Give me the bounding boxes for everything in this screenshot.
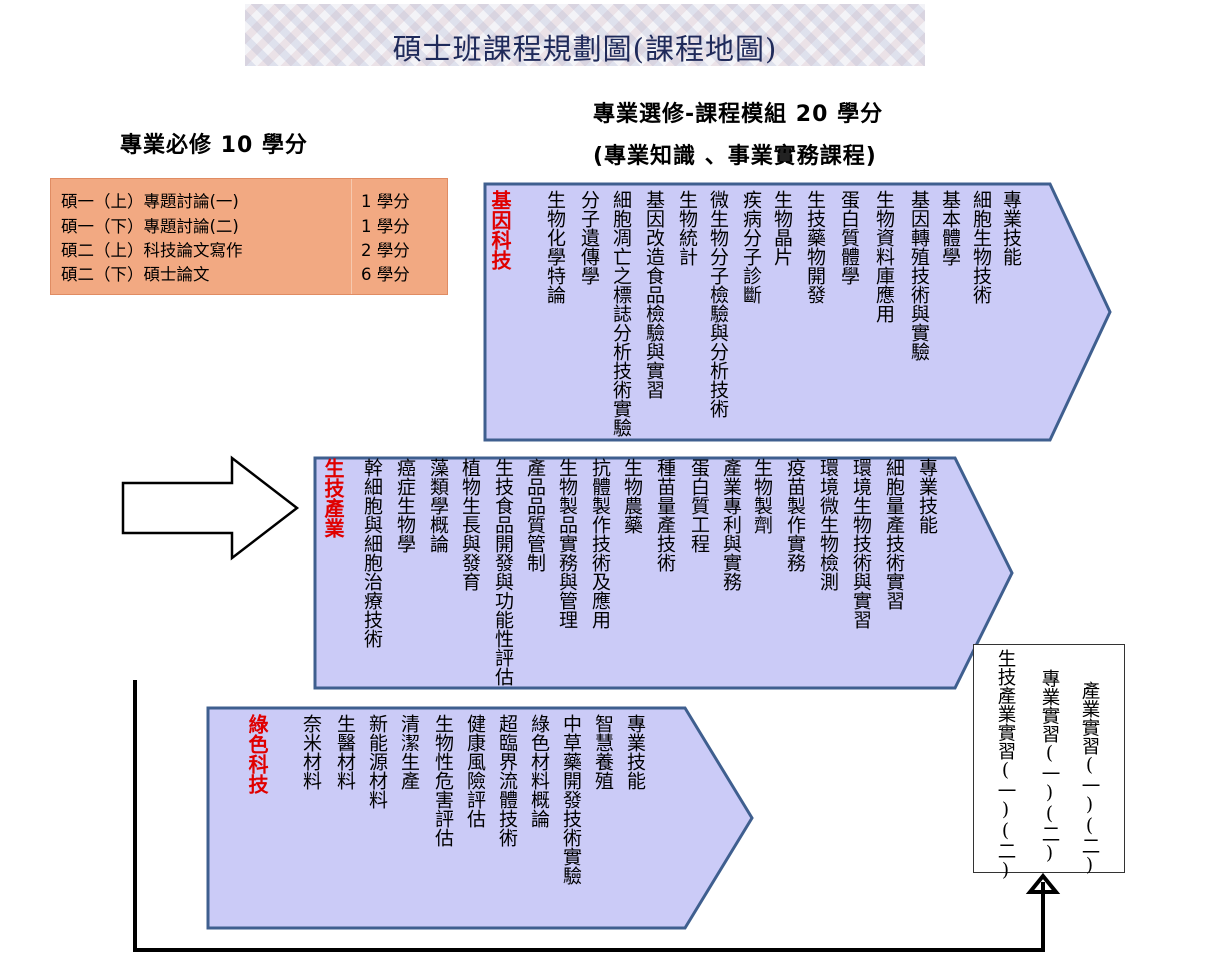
course-item: 超臨界流體技術: [496, 714, 518, 847]
required-course-name: 碩二（上）科技論文寫作: [61, 241, 243, 260]
course-item: 種苗量產技術: [654, 458, 676, 572]
biotech-industry-module-arrow: [313, 456, 1014, 690]
course-item: 藻類學概論: [427, 458, 449, 553]
course-item: 生物農藥: [621, 458, 643, 534]
required-heading: 專業必修 10 學分: [120, 133, 308, 158]
course-item: 生物資料庫應用: [873, 190, 895, 323]
course-item: 微生物分子檢驗與分析技術: [707, 190, 729, 418]
course-item: 生物化學特論: [544, 190, 566, 304]
connector-line: [133, 680, 1045, 952]
course-item: 分子遺傳學: [578, 190, 600, 285]
column-divider: [351, 179, 352, 294]
internship-item: 產業實習(一)(二): [1079, 681, 1100, 876]
course-item: 細胞量產技術實習: [883, 458, 905, 610]
course-item: 專業技能: [624, 714, 646, 790]
required-course-name: 碩一（下）專題討論(二): [61, 217, 239, 236]
elective-subheading: (專業知識 、事業實務課程): [593, 144, 877, 169]
course-item: 中草藥開發技術實驗: [560, 714, 582, 885]
course-item: 蛋白質工程: [688, 458, 710, 553]
course-item: 細胞生物技術: [970, 190, 992, 304]
title-banner: [245, 4, 925, 66]
course-item: 抗體製作技術及應用: [589, 458, 611, 629]
course-item: 生醫材料: [334, 714, 356, 790]
gene-tech-module-arrow: [483, 182, 1112, 442]
course-item: 清潔生產: [398, 714, 420, 790]
required-courses-box: 碩一（上）專題討論(一) 1 學分 碩一（下）專題討論(二) 1 學分 碩二（上…: [50, 178, 448, 295]
required-course-name: 碩二（下）碩士論文: [61, 265, 210, 284]
page-title: 碩士班課程規劃圖(課程地圖): [392, 32, 778, 66]
course-item: 綠色材料概論: [528, 714, 550, 828]
required-course-name: 碩一（上）專題討論(一): [61, 192, 239, 211]
course-item: 奈米材料: [300, 714, 322, 790]
internship-box: 產業實習(一)(二) 專業實習(一)(二) 生技產業實習(一)(二): [973, 644, 1125, 881]
course-item: 產業專利與實務: [720, 458, 742, 591]
course-item: 基本體學: [939, 190, 961, 266]
course-item: 新能源材料: [366, 714, 388, 809]
course-item: 疫苗製作實務: [784, 458, 806, 572]
green-tech-module-arrow: [206, 706, 754, 930]
course-item: 生物性危害評估: [432, 714, 454, 847]
course-item: 生技藥物開發: [804, 190, 826, 304]
course-item: 基因改造食品檢驗與實習: [643, 190, 665, 399]
course-item: 健康風險評估: [464, 714, 486, 828]
course-item: 生物製品實務與管理: [556, 458, 578, 629]
elective-heading: 專業選修-課程模組 20 學分: [593, 102, 884, 127]
internship-item: 專業實習(一)(二): [1039, 669, 1060, 864]
module-label-gene-tech: 基因科技: [488, 190, 512, 270]
course-item: 生物統計: [676, 190, 698, 266]
right-block-arrow: [121, 455, 300, 561]
internship-item: 生技產業實習(一)(二): [995, 649, 1016, 881]
course-item: 智慧養殖: [592, 714, 614, 790]
course-item: 疾病分子診斷: [740, 190, 762, 304]
course-item: 基因轉殖技術與實驗: [908, 190, 930, 361]
course-item: 植物生長與發育: [459, 458, 481, 591]
course-item: 癌症生物學: [394, 458, 416, 553]
connector-arrowhead: [1025, 872, 1061, 894]
required-course-credits: 6 學分: [361, 265, 410, 284]
course-item: 專業技能: [1000, 190, 1022, 266]
required-course-credits: 1 學分: [361, 217, 410, 236]
course-item: 產品品質管制: [524, 458, 546, 572]
module-label-biotech-industry: 生技產業: [321, 458, 345, 538]
required-course-credits: 1 學分: [361, 192, 410, 211]
course-item: 生技食品開發與功能性評估: [492, 458, 514, 686]
course-item: 專業技能: [916, 458, 938, 534]
course-item: 環境生物技術與實習: [850, 458, 872, 629]
required-course-credits: 2 學分: [361, 241, 410, 260]
course-item: 環境微生物檢測: [817, 458, 839, 591]
course-item: 細胞凋亡之標誌分析技術實驗: [610, 190, 632, 437]
module-label-green-tech: 綠色科技: [245, 714, 269, 794]
course-item: 生物製劑: [751, 458, 773, 534]
course-item: 生物晶片: [771, 190, 793, 266]
course-item: 蛋白質體學: [838, 190, 860, 285]
course-item: 幹細胞與細胞治療技術: [361, 458, 383, 648]
